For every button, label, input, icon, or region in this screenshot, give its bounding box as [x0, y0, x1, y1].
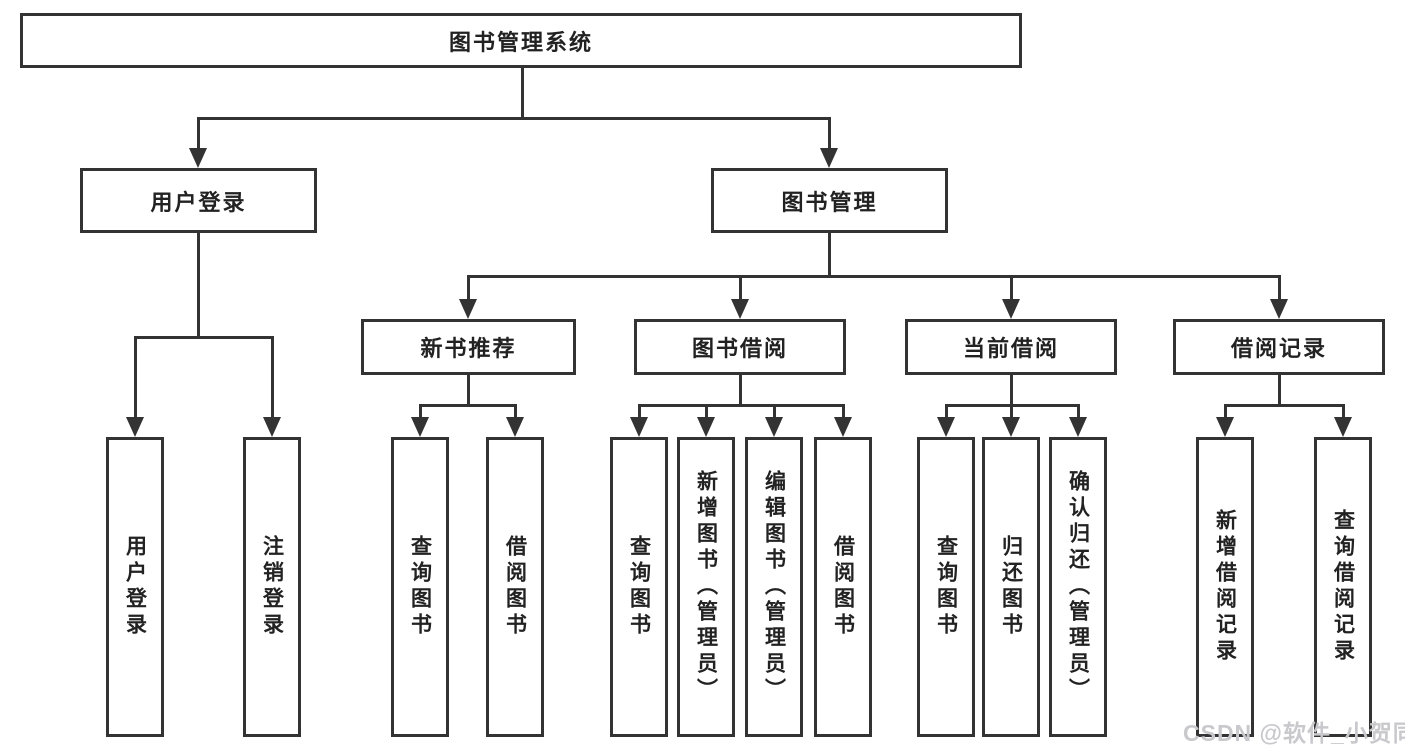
connector-leaf-drop	[945, 404, 948, 418]
connector-level3-rail	[467, 275, 1280, 278]
leaf-borrowing-query-books: 查询图书	[610, 437, 668, 737]
leaf-add-borrow-record: 新增借阅记录	[1196, 437, 1254, 737]
leaf-confirm-return-admin-label: 确认归还（管理员）	[1066, 470, 1090, 704]
connector-current-borrowing-drop	[1010, 275, 1013, 301]
arrow-down-book-management-icon	[820, 148, 838, 168]
leaf-confirm-return-admin: 确认归还（管理员）	[1049, 437, 1107, 737]
node-user-login-label: 用户登录	[150, 189, 247, 215]
connector-leaf-drop	[1010, 404, 1013, 418]
node-root-label: 图书管理系统	[448, 29, 593, 55]
arrow-down-leaf-icon	[411, 417, 429, 437]
node-user-login: 用户登录	[80, 168, 317, 233]
arrow-down-borrowing-records-icon	[1270, 299, 1288, 319]
connector-leaf-drop	[773, 404, 776, 418]
arrow-down-leaf-icon	[1069, 417, 1087, 437]
leaf-query-borrow-record: 查询借阅记录	[1314, 437, 1372, 737]
connector-recommend-rail	[419, 404, 517, 407]
arrow-down-leaf-logout-icon	[263, 417, 281, 437]
leaf-return-books: 归还图书	[982, 437, 1040, 737]
leaf-edit-books-admin-label: 编辑图书（管理员）	[762, 470, 786, 704]
connector-recommend-stem	[467, 375, 470, 406]
connector-user-login-drop	[197, 117, 200, 148]
node-root: 图书管理系统	[20, 13, 1022, 68]
node-borrowing-records: 借阅记录	[1173, 319, 1385, 375]
leaf-current-query-books: 查询图书	[917, 437, 975, 737]
connector-leaf-drop	[1342, 404, 1345, 418]
connector-current-stem	[1010, 375, 1013, 406]
leaf-add-books-admin: 新增图书（管理员）	[677, 437, 735, 737]
arrow-down-new-book-recommend-icon	[459, 299, 477, 319]
leaf-borrowing-borrow-books: 借阅图书	[814, 437, 872, 737]
connector-leaf-drop	[1077, 404, 1080, 418]
leaf-add-borrow-record-label: 新增借阅记录	[1213, 509, 1237, 665]
leaf-add-books-admin-label: 新增图书（管理员）	[694, 470, 718, 704]
node-book-management-label: 图书管理	[781, 189, 878, 215]
arrow-down-leaf-icon	[506, 417, 524, 437]
leaf-logout-label: 注销登录	[260, 535, 284, 639]
connector-book-borrowing-drop	[739, 275, 742, 301]
node-borrowing-records-label: 借阅记录	[1230, 336, 1327, 361]
connector-level2-rail	[197, 117, 831, 120]
leaf-borrowing-query-books-label: 查询图书	[627, 535, 651, 639]
connector-records-rail	[1224, 404, 1344, 407]
arrow-down-leaf-icon	[697, 417, 715, 437]
leaf-recommend-query-books: 查询图书	[391, 437, 449, 737]
connector-records-stem	[1278, 375, 1281, 406]
node-current-borrowing-label: 当前借阅	[962, 336, 1059, 361]
connector-new-book-recommend-drop	[467, 275, 470, 301]
connector-user-login-stem	[197, 233, 200, 337]
arrow-down-current-borrowing-icon	[1002, 299, 1020, 319]
arrow-down-leaf-icon	[1216, 417, 1234, 437]
leaf-current-query-books-label: 查询图书	[934, 535, 958, 639]
arrow-down-leaf-icon	[765, 417, 783, 437]
arrow-down-book-borrowing-icon	[731, 299, 749, 319]
leaf-recommend-borrow-books: 借阅图书	[486, 437, 544, 737]
node-current-borrowing: 当前借阅	[905, 319, 1117, 375]
arrow-down-leaf-icon	[630, 417, 648, 437]
leaf-user-login: 用户登录	[106, 437, 164, 737]
connector-root-stem	[521, 68, 524, 118]
node-book-borrowing: 图书借阅	[634, 319, 846, 375]
leaf-borrowing-borrow-books-label: 借阅图书	[831, 535, 855, 639]
connector-book-management-stem	[828, 233, 831, 277]
node-book-management: 图书管理	[711, 168, 948, 233]
connector-leaf-drop	[638, 404, 641, 418]
leaf-return-books-label: 归还图书	[999, 535, 1023, 639]
connector-leaf-drop	[705, 404, 708, 418]
node-book-borrowing-label: 图书借阅	[691, 336, 788, 361]
arrow-down-leaf-icon	[1002, 417, 1020, 437]
connector-leaf-logout-drop	[271, 336, 274, 418]
connector-leaf-drop	[514, 404, 517, 418]
node-new-book-recommend-label: 新书推荐	[420, 336, 517, 361]
connector-borrowing-rail	[638, 404, 844, 407]
leaf-logout: 注销登录	[243, 437, 301, 737]
node-new-book-recommend: 新书推荐	[361, 319, 576, 375]
leaf-recommend-borrow-books-label: 借阅图书	[503, 535, 527, 639]
connector-book-management-drop	[828, 117, 831, 148]
arrow-down-leaf-user-login-icon	[126, 417, 144, 437]
connector-leaf-user-login-drop	[134, 336, 137, 418]
leaf-edit-books-admin: 编辑图书（管理员）	[745, 437, 803, 737]
connector-leaf-drop	[1224, 404, 1227, 418]
connector-leaf-drop	[842, 404, 845, 418]
leaf-query-borrow-record-label: 查询借阅记录	[1331, 509, 1355, 665]
arrow-down-leaf-icon	[834, 417, 852, 437]
leaf-recommend-query-books-label: 查询图书	[408, 535, 432, 639]
arrow-down-leaf-icon	[937, 417, 955, 437]
connector-user-login-rail	[134, 336, 273, 339]
connector-leaf-drop	[419, 404, 422, 418]
watermark: CSDN @软件_小贺同学	[1183, 720, 1405, 746]
leaf-user-login-label: 用户登录	[123, 535, 147, 639]
connector-borrowing-stem	[739, 375, 742, 406]
arrow-down-leaf-icon	[1334, 417, 1352, 437]
connector-borrowing-records-drop	[1278, 275, 1281, 301]
arrow-down-user-login-icon	[189, 148, 207, 168]
